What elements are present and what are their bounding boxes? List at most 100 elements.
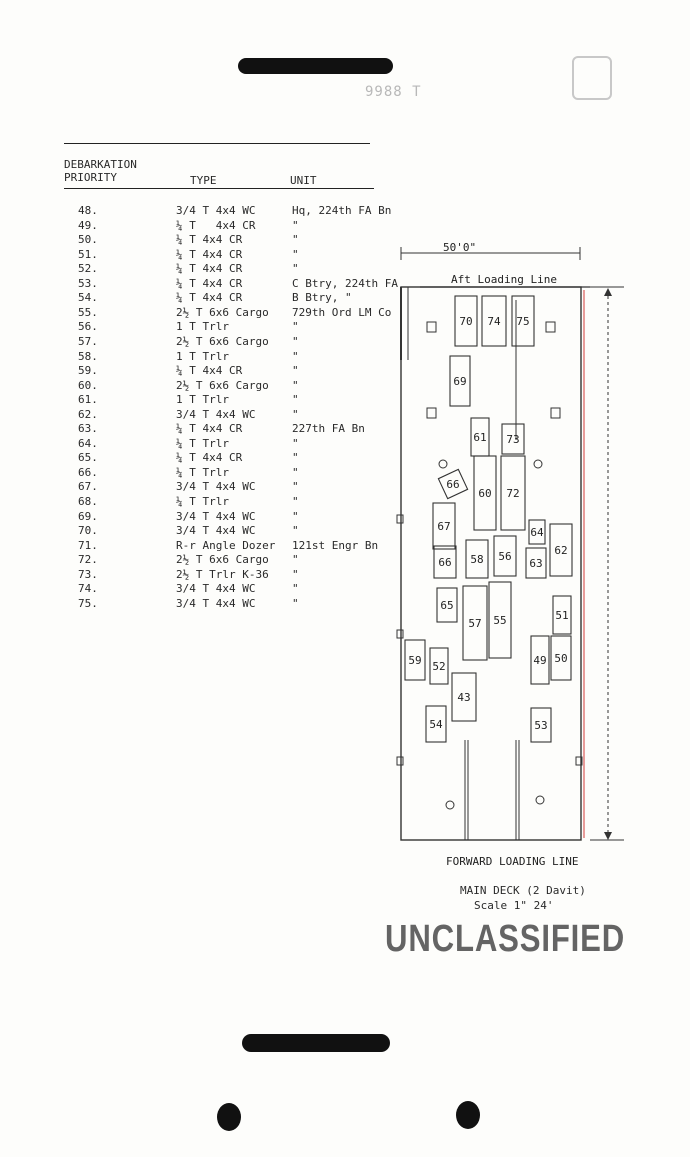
vehicle-outline	[473, 455, 497, 531]
row-unit: C Btry, 224th FA	[292, 276, 398, 290]
vehicle-outline	[451, 672, 477, 722]
row-priority: 75.	[78, 596, 98, 610]
row-type: ¼ T 4x4 CR	[176, 364, 243, 378]
row-type: ¼ T 4x4 CR	[176, 422, 243, 436]
row-unit: "	[292, 567, 299, 581]
vehicle-69: 69	[449, 355, 471, 407]
row-priority: 58.	[78, 349, 98, 363]
row-type: ¼ T 4x4 CR	[176, 276, 243, 290]
vehicle-60: 60	[473, 455, 497, 531]
row-type: 3/4 T 4x4 WC	[176, 596, 256, 610]
row-type: ¼ T 4x4 CR	[176, 218, 256, 232]
deck-width-label: 50'0"	[443, 241, 476, 254]
vehicle-outline	[437, 468, 469, 500]
vehicle-61: 61	[470, 417, 490, 457]
vehicle-number: 69	[453, 375, 466, 388]
header-rule	[64, 143, 370, 144]
vehicle-outline	[433, 545, 457, 579]
vehicle-55: 55	[488, 581, 512, 659]
vehicle-outline	[462, 585, 488, 661]
row-priority: 56.	[78, 320, 98, 334]
row-priority: 67.	[78, 480, 98, 494]
vehicle-number: 59	[408, 654, 421, 667]
vehicle-number: 62	[554, 544, 567, 557]
row-priority: 63.	[78, 422, 98, 436]
vehicle-number: 49	[533, 654, 546, 667]
row-type: 3/4 T 4x4 WC	[176, 480, 256, 494]
vehicle-number: 60	[478, 487, 491, 500]
row-priority: 60.	[78, 378, 98, 392]
row-priority: 53.	[78, 276, 98, 290]
vehicle-outline	[404, 639, 426, 681]
row-type: 1 T Trlr	[176, 393, 229, 407]
vehicle-number: 56	[498, 550, 511, 563]
row-type: 1 T Trlr	[176, 349, 229, 363]
vehicle-outline	[550, 635, 572, 681]
vehicle-67: 67	[432, 502, 456, 550]
vehicle-outline	[511, 295, 535, 347]
row-unit: "	[292, 436, 299, 450]
vehicle-51: 51	[552, 595, 572, 635]
vehicle-outline	[488, 581, 512, 659]
row-type: ¼ T Trlr	[176, 436, 229, 450]
row-type: 3/4 T 4x4 WC	[176, 204, 256, 217]
vehicle-number: 63	[529, 557, 542, 570]
row-priority: 55.	[78, 305, 98, 319]
row-unit: "	[292, 465, 299, 479]
row-priority: 74.	[78, 582, 98, 596]
row-unit: "	[292, 218, 299, 232]
vehicle-number: 73	[506, 433, 519, 446]
vehicle-number: 74	[487, 315, 501, 328]
vehicle-66: 66	[433, 545, 457, 579]
vehicle-number: 67	[437, 520, 450, 533]
vehicle-outline	[530, 635, 550, 685]
row-unit: "	[292, 233, 299, 247]
vehicle-59: 59	[404, 639, 426, 681]
vehicle-number: 72	[506, 487, 519, 500]
row-unit: "	[292, 262, 299, 276]
row-type: 3/4 T 4x4 WC	[176, 582, 256, 596]
row-type: ¼ T 4x4 CR	[176, 247, 243, 261]
vehicle-number: 70	[459, 315, 472, 328]
row-unit: 227th FA Bn	[292, 422, 365, 436]
row-type: ¼ T 4x4 CR	[176, 233, 243, 247]
row-priority: 59.	[78, 364, 98, 378]
vehicle-outline	[465, 539, 489, 579]
row-type: 1 T Trlr	[176, 320, 229, 334]
row-unit: "	[292, 451, 299, 465]
row-priority: 57.	[78, 334, 98, 348]
vehicle-number: 54	[429, 718, 443, 731]
row-priority: 50.	[78, 233, 98, 247]
vehicle-74: 74	[481, 295, 507, 347]
vehicle-number: 51	[555, 609, 568, 622]
row-priority: 64.	[78, 436, 98, 450]
vehicle-outline	[552, 595, 572, 635]
row-type: ¼ T Trlr	[176, 465, 229, 479]
vehicle-number: 61	[473, 431, 486, 444]
vehicle-outline	[432, 502, 456, 550]
vehicle-52: 52	[429, 647, 449, 685]
vehicle-63: 63	[525, 547, 547, 579]
vehicle-number: 43	[457, 691, 470, 704]
row-unit: "	[292, 334, 299, 348]
row-unit: "	[292, 247, 299, 261]
unclassified-stamp: UNCLASSIFIED	[385, 918, 626, 960]
row-unit: "	[292, 480, 299, 494]
vehicle-50: 50	[550, 635, 572, 681]
row-unit: "	[292, 349, 299, 363]
vehicle-73: 73	[501, 423, 525, 455]
vehicle-number: 58	[470, 553, 483, 566]
row-unit: "	[292, 596, 299, 610]
vehicle-number: 52	[432, 660, 445, 673]
type-column-header: TYPE	[190, 174, 217, 187]
row-type: 2½ T 6x6 Cargo	[176, 305, 269, 319]
row-type: 3/4 T 4x4 WC	[176, 524, 256, 538]
vehicle-72: 72	[500, 455, 526, 531]
column-header-rule	[64, 188, 374, 189]
row-unit: 121st Engr Bn	[292, 538, 379, 552]
row-unit: Hq, 224th FA Bn	[292, 204, 392, 217]
row-priority: 72.	[78, 553, 98, 567]
vehicle-75: 75	[511, 295, 535, 347]
